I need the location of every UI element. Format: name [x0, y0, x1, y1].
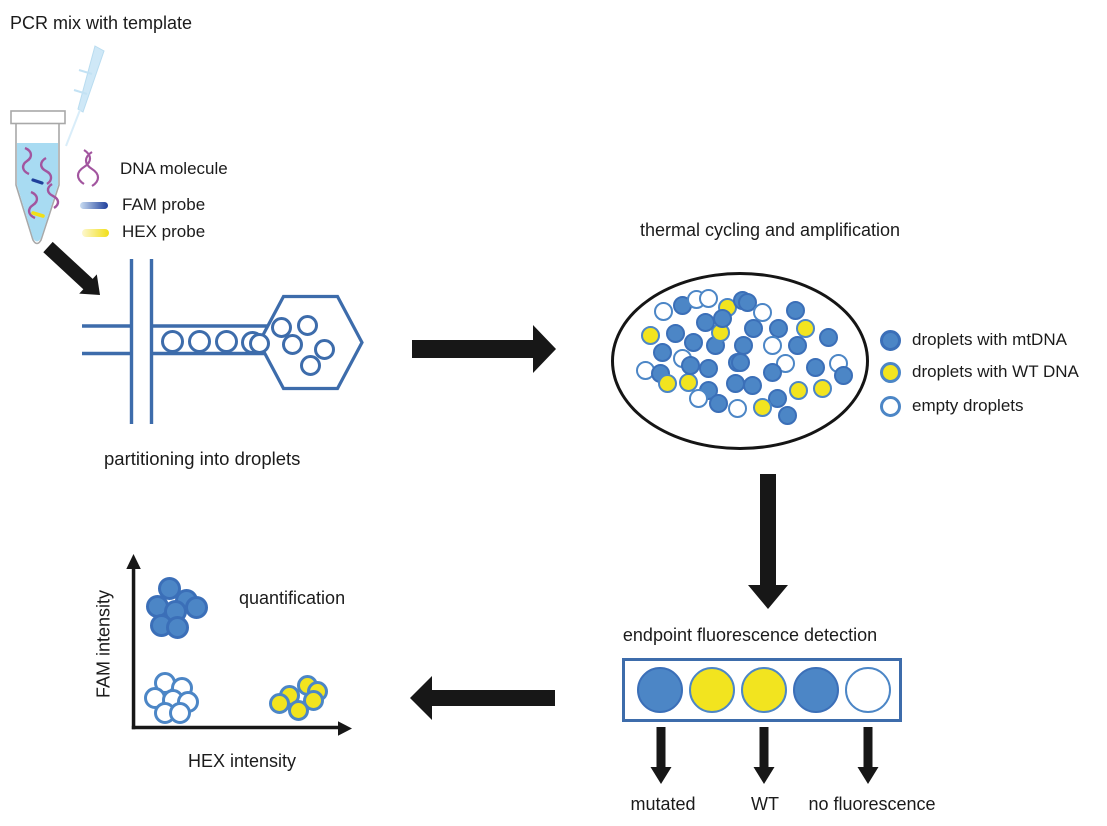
endpoint-detection-label: endpoint fluorescence detection [622, 625, 878, 645]
hexagon-outlet [257, 294, 364, 391]
hex-axis-label: HEX intensity [187, 751, 297, 771]
droplet [296, 674, 318, 696]
arrow-left-icon [410, 676, 555, 720]
droplet [214, 329, 238, 353]
droplet [306, 680, 328, 702]
droplet [162, 689, 184, 711]
fam-probe-icon [80, 202, 108, 209]
droplet [154, 702, 176, 724]
dna-molecule-label: DNA molecule [120, 159, 228, 178]
microfluidic-channels [82, 259, 267, 424]
pcr-tube-icon [10, 110, 66, 245]
wt-droplet-icon [880, 361, 901, 383]
bound-hex-probe [31, 211, 45, 218]
bound-fam-probe [31, 178, 44, 185]
hex-probe-icon [82, 229, 109, 237]
droplet [163, 599, 187, 623]
droplet [278, 684, 300, 706]
droplet [165, 615, 189, 639]
arrow-right-icon [412, 325, 556, 373]
dna-molecule-icon [76, 149, 100, 187]
legend-item-mtdna: droplets with mtDNA [880, 329, 1067, 351]
droplet [302, 689, 324, 711]
arrow-well-empty [857, 727, 879, 784]
droplet [154, 672, 176, 694]
droplet [149, 613, 173, 637]
droplet [287, 699, 309, 721]
empty-droplet-icon [880, 395, 901, 417]
y-axis-arrowhead [126, 554, 141, 569]
droplet [174, 588, 198, 612]
hex-probe-label: HEX probe [122, 222, 206, 241]
mtdna-droplet-icon [880, 329, 901, 351]
droplet [281, 333, 303, 355]
wt-label: WT [751, 794, 779, 814]
no-fluorescence-label: no fluorescence [808, 794, 936, 814]
droplet [240, 330, 264, 354]
legend-label-empty: empty droplets [912, 396, 1024, 415]
droplet [177, 691, 199, 713]
fam-axis-label: FAM intensity [93, 589, 114, 699]
legend-item-wt: droplets with WT DNA [880, 361, 1079, 383]
thermal-cycling-ellipse [611, 272, 869, 450]
legend-item-empty: empty droplets [880, 395, 1024, 417]
dna-strands [21, 146, 60, 220]
partitioning-label: partitioning into droplets [104, 448, 301, 469]
y-axis-line [131, 568, 136, 730]
legend-label-mtdna: droplets with mtDNA [912, 330, 1067, 349]
droplet [270, 316, 292, 338]
quantification-label: quantification [239, 588, 346, 608]
legend-label-wt: droplets with WT DNA [912, 362, 1079, 381]
x-axis-arrowhead [338, 721, 352, 736]
droplet [160, 329, 184, 353]
droplet [313, 338, 335, 360]
detection-strip [622, 658, 902, 722]
droplet [268, 692, 290, 714]
pcr-mix-label: PCR mix with template [10, 13, 193, 33]
arrow-tube-to-generator [43, 241, 100, 295]
droplet [296, 314, 318, 336]
droplet [157, 576, 181, 600]
arrow-well-wt [753, 727, 775, 784]
arrow-well-mutated [650, 727, 672, 784]
mutated-label: mutated [630, 794, 696, 814]
droplet [169, 702, 191, 724]
droplet [299, 354, 321, 376]
fam-probe-label: FAM probe [122, 195, 206, 214]
droplet [184, 595, 208, 619]
droplet [171, 677, 193, 699]
droplet [144, 687, 166, 709]
droplet [145, 594, 169, 618]
arrow-down-icon [748, 474, 788, 609]
pipette-tip-icon [65, 45, 105, 147]
droplet [248, 332, 270, 354]
x-axis-line [131, 725, 338, 730]
droplet [187, 329, 211, 353]
thermal-cycling-label: thermal cycling and amplification [639, 220, 901, 240]
